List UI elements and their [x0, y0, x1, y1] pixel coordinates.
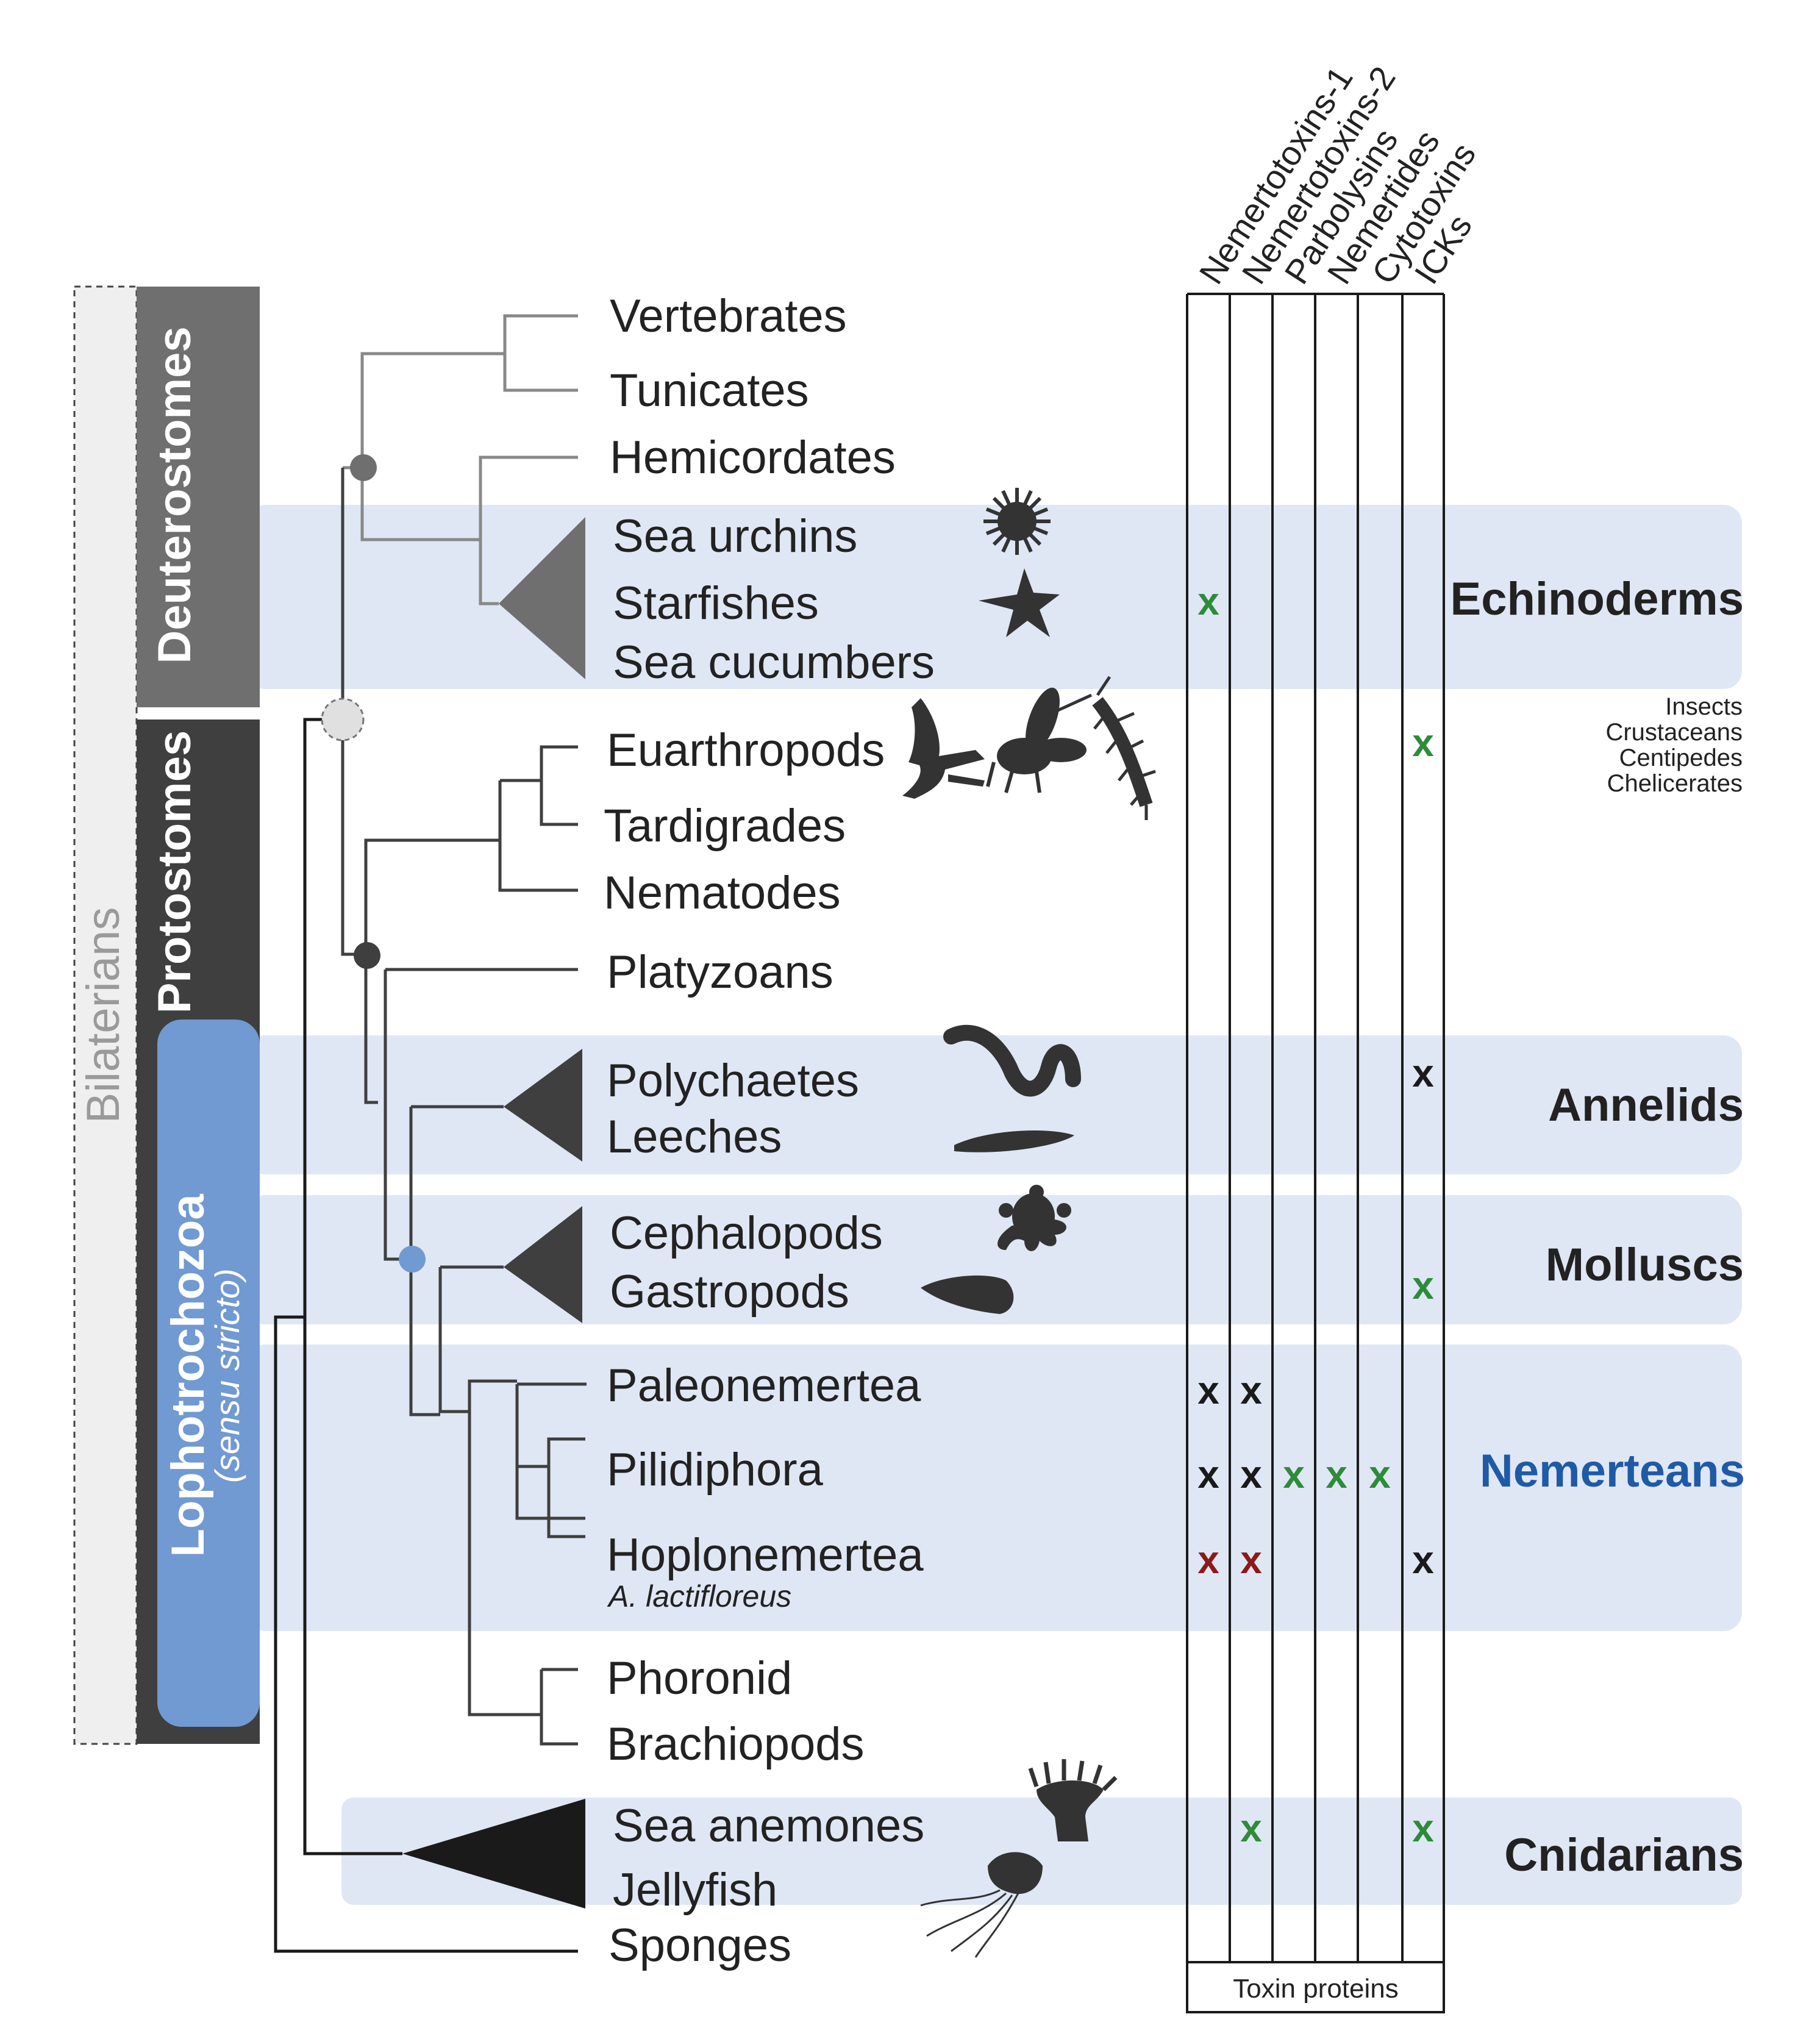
taxon-brachiopods: Brachiopods [607, 1718, 865, 1770]
nemerteans-band [247, 1344, 1742, 1631]
group-labels: Echinoderms Annelids Molluscs Nemerteans… [1451, 573, 1745, 1881]
toxin-mark: x [1197, 1368, 1219, 1412]
group-echinoderms: Echinoderms [1451, 573, 1744, 625]
leech-icon [954, 1130, 1074, 1152]
toxin-table-footer-box [1186, 1961, 1445, 2013]
cnidarians-band [341, 1798, 1742, 1905]
echinoderms-collapsed-clade [499, 517, 585, 679]
toxin-table-footer: Toxin proteins [1233, 1974, 1398, 2004]
taxon-gastropods: Gastropods [610, 1266, 849, 1318]
taxon-vertebrates: Vertebrates [610, 290, 847, 342]
taxon-sea-cucumbers: Sea cucumbers [613, 637, 935, 688]
toxin-table: Toxin proteins Nemertotoxins-1 Nemertoto… [1186, 60, 1483, 2013]
taxon-paleonemertea: Paleonemertea [607, 1360, 921, 1412]
toxin-mark: x [1240, 1452, 1262, 1496]
taxon-hoplonemertea: Hoplonemertea [607, 1529, 924, 1581]
bilaterians-bar [73, 285, 138, 1745]
toxin-mark: x [1240, 1368, 1262, 1412]
group-cnidarians: Cnidarians [1504, 1829, 1744, 1881]
taxon-leeches: Leeches [607, 1111, 782, 1163]
organism-silhouettes [902, 488, 1156, 1958]
toxin-mark: x [1240, 1538, 1262, 1582]
taxon-hoplonemertea-species: A. lactifloreus [607, 1579, 791, 1613]
lophotrochozoa-sub-label: (sensu stricto) [208, 1268, 246, 1483]
protostomes-label: Protostomes [149, 730, 201, 1014]
protostome-node [354, 942, 380, 969]
taxon-euarthropods: Euarthropods [607, 724, 885, 776]
group-molluscs: Molluscs [1546, 1239, 1744, 1291]
taxon-tunicates: Tunicates [610, 365, 809, 416]
taxon-labels: Vertebrates Tunicates Hemicordates Sea u… [604, 290, 935, 1971]
lophotrochozoa-label: Lophotrochozoa [162, 1194, 214, 1557]
toxin-mark: x [1197, 1538, 1219, 1582]
jellyfish-icon [920, 1852, 1043, 1958]
toxin-mark: x [1197, 1452, 1219, 1496]
taxon-nematodes: Nematodes [604, 867, 841, 919]
toxin-mark: x [1240, 1806, 1262, 1850]
taxon-phoronid: Phoronid [607, 1652, 792, 1704]
fly-icon [986, 687, 1087, 793]
echinoderms-band [247, 505, 1742, 689]
deuterostomes-bar [137, 287, 260, 707]
molluscs-collapsed-clade [504, 1206, 582, 1323]
taxon-platyzoans: Platyzoans [607, 946, 833, 998]
centipede-icon [1057, 676, 1156, 820]
group-bands [247, 505, 1742, 1905]
octopus-icon [997, 1185, 1071, 1251]
bilaterians-label: Bilaterians [77, 907, 129, 1124]
taxon-hemicordates: Hemicordates [610, 432, 896, 484]
deuterostome-node [350, 454, 377, 481]
starfish-icon [979, 568, 1060, 637]
toxin-mark: x [1412, 1051, 1434, 1095]
arthropod-note-chelicerates: Chelicerates [1607, 770, 1743, 797]
cnidarians-collapsed-clade [402, 1799, 585, 1909]
deuterostomes-label: Deuterostomes [149, 326, 201, 663]
tree-protostomes [341, 468, 587, 1746]
toxin-mark: x [1412, 1806, 1434, 1850]
toxin-mark: x [1326, 1452, 1347, 1496]
taxon-jellyfish: Jellyfish [613, 1864, 777, 1916]
toxin-mark: x [1412, 1263, 1434, 1307]
lophotrochozoa-bar [157, 1020, 260, 1727]
toxin-mark: x [1369, 1452, 1391, 1496]
arthropod-note-crustaceans: Crustaceans [1605, 719, 1743, 746]
sidebar: Bilaterians Deuterostomes Protostomes Lo… [73, 285, 260, 1745]
toxin-mark: x [1412, 1538, 1434, 1582]
lophotrochozoa-node [399, 1246, 426, 1273]
molluscs-band [247, 1195, 1742, 1324]
toxin-mark: x [1283, 1452, 1305, 1496]
taxon-starfishes: Starfishes [613, 577, 819, 629]
group-nemerteans: Nemerteans [1480, 1445, 1745, 1497]
taxon-sea-urchins: Sea urchins [613, 510, 857, 562]
taxon-sponges: Sponges [608, 1919, 791, 1971]
taxon-cephalopods: Cephalopods [610, 1207, 883, 1259]
toxin-mark: x [1412, 721, 1434, 765]
bilaterian-node [321, 698, 365, 741]
sea-urchin-icon [983, 488, 1051, 555]
scorpion-icon [902, 698, 985, 799]
toxin-column-lines [1186, 293, 1445, 1962]
taxon-polychaetes: Polychaetes [607, 1055, 859, 1107]
taxon-tardigrades: Tardigrades [604, 800, 846, 852]
group-annelids: Annelids [1548, 1079, 1744, 1131]
tree-root [274, 718, 578, 1953]
gastropod-shell-icon [921, 1275, 1014, 1314]
taxon-pilidiphora: Pilidiphora [607, 1444, 824, 1496]
worm-icon [943, 1024, 1081, 1097]
arthropod-note-centipedes: Centipedes [1619, 745, 1743, 771]
annelids-band [247, 1035, 1742, 1174]
annelids-collapsed-clade [504, 1049, 582, 1162]
tree-deuterostomes [343, 314, 578, 605]
sea-anemone-icon [1028, 1759, 1118, 1841]
toxin-mark: x [1197, 579, 1219, 623]
taxon-sea-anemones: Sea anemones [613, 1800, 924, 1852]
arthropod-note-insects: Insects [1665, 693, 1743, 720]
